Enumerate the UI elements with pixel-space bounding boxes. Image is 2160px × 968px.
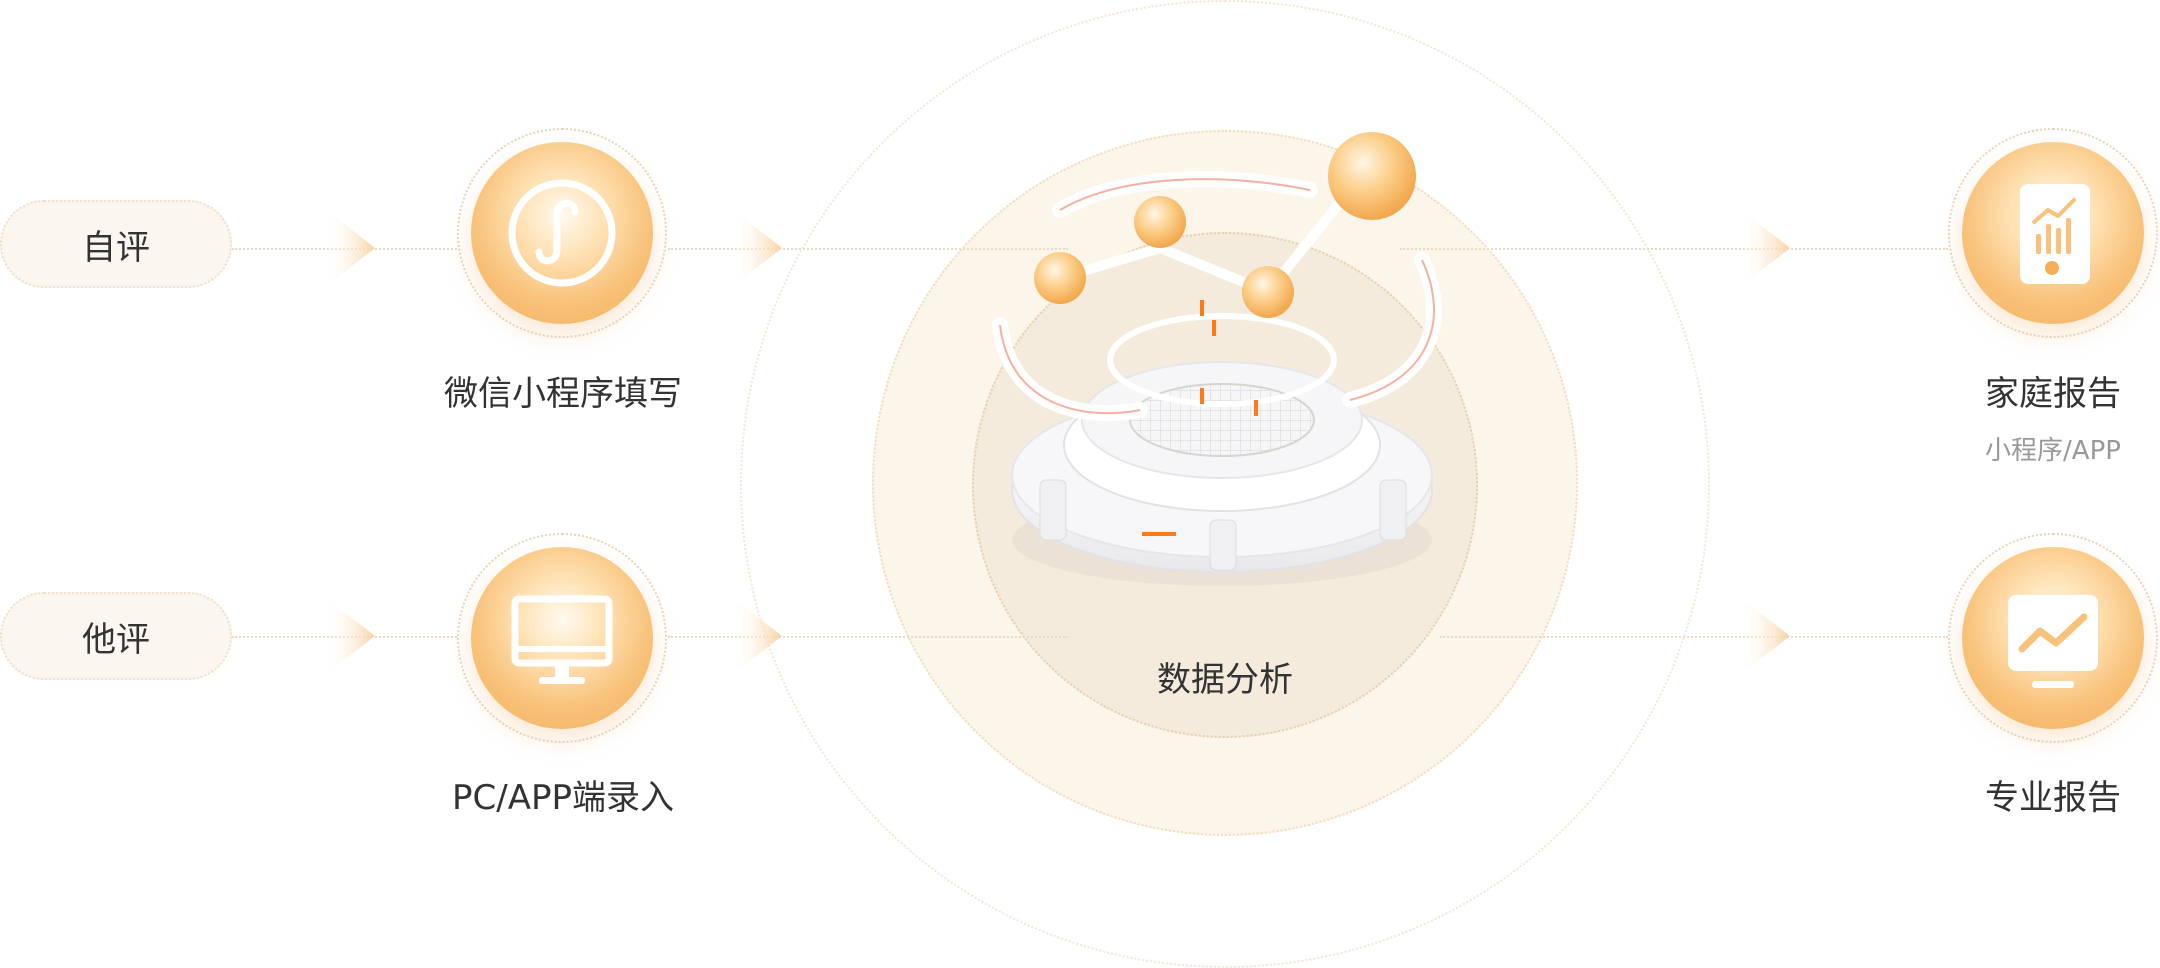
center-label: 数据分析 bbox=[1157, 660, 1293, 700]
output-sublabel: 小程序/APP bbox=[1985, 436, 2121, 466]
chevron-right-icon bbox=[325, 209, 375, 287]
chevron-right-icon bbox=[732, 597, 782, 675]
output-label: 专业报告 bbox=[1985, 778, 2121, 818]
self-eval-pill: 自评 bbox=[0, 200, 232, 288]
mini-program-node bbox=[457, 128, 667, 338]
phone-chart-icon bbox=[2020, 184, 2090, 284]
screen-trend-icon bbox=[2008, 595, 2098, 688]
chevron-right-icon bbox=[325, 597, 375, 675]
connector-line bbox=[668, 636, 1068, 638]
connector-line bbox=[1400, 248, 1948, 250]
channel-label: PC/APP端录入 bbox=[452, 778, 674, 818]
connector-line bbox=[668, 248, 1068, 250]
peer-eval-pill: 他评 bbox=[0, 592, 232, 680]
pc-app-node bbox=[457, 533, 667, 743]
output-label: 家庭报告 bbox=[1985, 374, 2121, 414]
chevron-right-icon bbox=[1740, 597, 1790, 675]
outer-ring bbox=[740, 0, 1710, 968]
self-eval-label: 自评 bbox=[82, 227, 150, 268]
data-platform-icon bbox=[992, 132, 1442, 586]
connector-line bbox=[1440, 636, 1948, 638]
channel-label: 微信小程序填写 bbox=[444, 374, 682, 414]
peer-eval-label: 他评 bbox=[82, 619, 150, 660]
monitor-icon bbox=[511, 595, 613, 684]
chevron-right-icon bbox=[732, 209, 782, 287]
chevron-right-icon bbox=[1740, 209, 1790, 287]
family-report-node bbox=[1948, 128, 2158, 338]
mini-program-icon bbox=[508, 179, 616, 287]
professional-report-node bbox=[1948, 533, 2158, 743]
